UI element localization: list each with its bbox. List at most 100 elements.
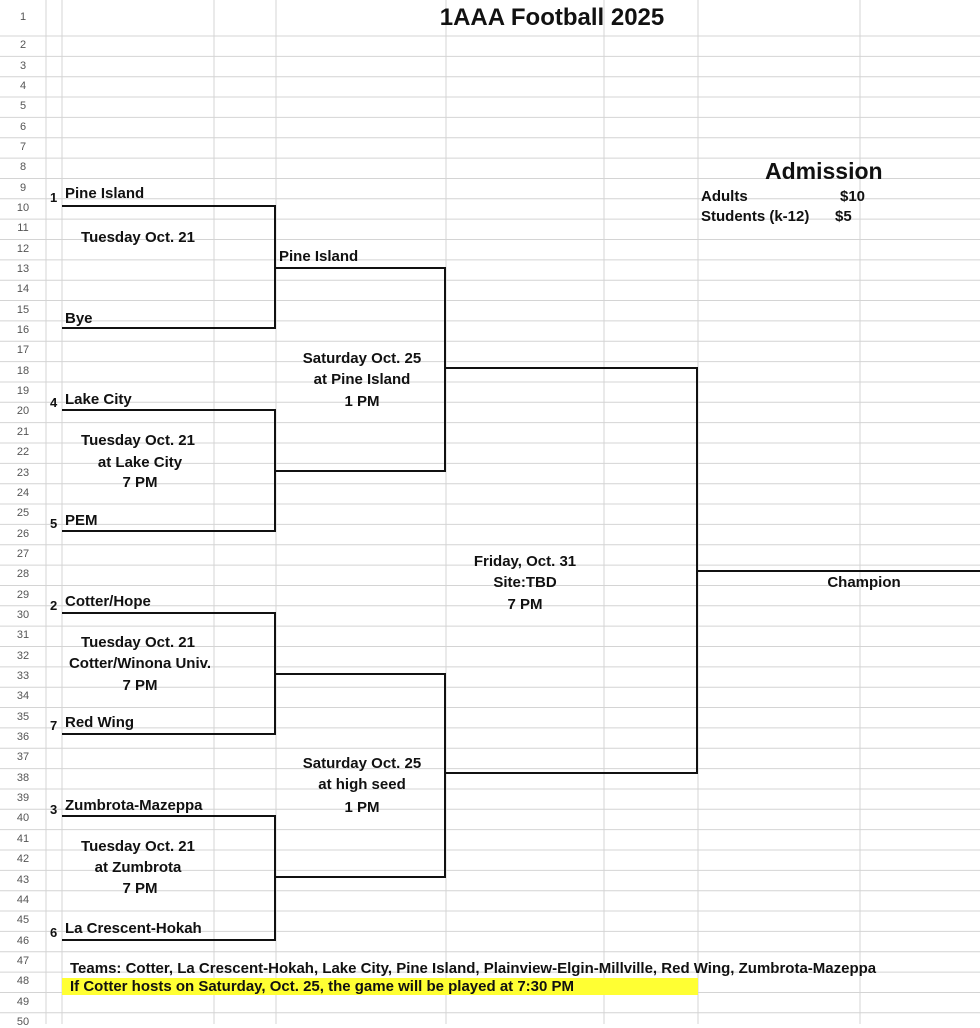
bracket-line [276, 876, 446, 878]
row-number[interactable]: 10 [16, 201, 30, 214]
row-number[interactable]: 23 [16, 466, 30, 479]
bracket-line [274, 612, 276, 735]
row-number[interactable]: 13 [16, 263, 30, 276]
bracket-line [446, 367, 698, 369]
row-number[interactable]: 30 [16, 608, 30, 621]
row-number[interactable]: 6 [19, 120, 27, 133]
bracket-line [62, 205, 276, 207]
semifinal2-time: 1 PM [344, 799, 380, 816]
row-number[interactable]: 41 [16, 832, 30, 845]
row-number[interactable]: 42 [16, 853, 30, 866]
champion-label: Champion [827, 574, 901, 591]
row-number[interactable]: 3 [19, 59, 27, 72]
students-label: Students (k-12) [701, 208, 810, 225]
row-number[interactable]: 39 [16, 792, 30, 805]
row-number[interactable]: 34 [16, 690, 30, 703]
row-number[interactable]: 9 [19, 181, 27, 194]
team-cotter-hope: Cotter/Hope [65, 593, 151, 610]
adults-price: $10 [840, 188, 866, 205]
row-number[interactable]: 35 [16, 710, 30, 723]
row-number[interactable]: 37 [16, 751, 30, 764]
row-number[interactable]: 26 [16, 527, 30, 540]
bracket-line [446, 772, 698, 774]
bracket-line [698, 570, 980, 572]
row-number[interactable]: 2 [19, 39, 27, 52]
admission-heading: Admission [765, 158, 883, 184]
row-number[interactable]: 46 [16, 934, 30, 947]
final-site: Site:TBD [493, 574, 557, 591]
game2-time: 7 PM [122, 474, 158, 491]
bracket-line [62, 733, 276, 735]
row-number[interactable]: 12 [16, 242, 30, 255]
row-number[interactable]: 44 [16, 893, 30, 906]
row-number[interactable]: 31 [16, 629, 30, 642]
row-number[interactable]: 24 [16, 486, 30, 499]
game3-date: Tuesday Oct. 21 [81, 634, 195, 651]
row-number[interactable]: 11 [17, 222, 29, 235]
row-number[interactable]: 5 [19, 100, 27, 113]
row-number[interactable]: 1 [19, 11, 27, 23]
row-number[interactable]: 38 [16, 771, 30, 784]
row-number[interactable]: 19 [16, 385, 30, 398]
row-number[interactable]: 18 [16, 364, 30, 377]
semifinal1-date: Saturday Oct. 25 [302, 350, 422, 367]
game3-time: 7 PM [122, 677, 158, 694]
team-pem: PEM [65, 512, 98, 529]
row-number[interactable]: 40 [16, 812, 30, 825]
game4-time: 7 PM [122, 880, 158, 897]
row-number[interactable]: 29 [16, 588, 30, 601]
team-pine-island: Pine Island [65, 185, 145, 202]
row-number[interactable]: 47 [16, 954, 30, 967]
team-zumbrota-mazeppa: Zumbrota-Mazeppa [65, 797, 203, 814]
game4-date: Tuesday Oct. 21 [81, 838, 195, 855]
row-number[interactable]: 33 [16, 670, 30, 683]
row-number[interactable]: 21 [16, 425, 30, 438]
row-number[interactable]: 7 [19, 140, 27, 153]
bracket-line [62, 939, 276, 941]
bracket-line [276, 673, 446, 675]
row-number[interactable]: 20 [16, 405, 30, 418]
page-title: 1AAA Football 2025 [439, 4, 665, 31]
bracket-line [276, 470, 446, 472]
semifinal2-date: Saturday Oct. 25 [302, 755, 422, 772]
bracket-line [696, 367, 698, 774]
bracket-line [62, 409, 276, 411]
row-number[interactable]: 27 [16, 547, 30, 560]
row-number[interactable]: 49 [16, 995, 30, 1008]
row-number[interactable]: 28 [16, 568, 30, 581]
row-number[interactable]: 48 [16, 975, 30, 988]
row-number[interactable]: 4 [19, 79, 27, 92]
row-number[interactable]: 22 [16, 446, 30, 459]
row-number[interactable]: 43 [16, 873, 30, 886]
bracket-line [274, 815, 276, 941]
note-highlight [62, 978, 698, 995]
row-number[interactable]: 25 [16, 507, 30, 520]
seed-5: 5 [50, 516, 58, 531]
bracket-line [276, 267, 446, 269]
row-number[interactable]: 50 [16, 1015, 30, 1028]
row-number[interactable]: 17 [16, 344, 30, 357]
row-number[interactable]: 14 [16, 283, 30, 296]
seed-6: 6 [50, 925, 58, 940]
bracket-line [444, 267, 446, 472]
team-red-wing: Red Wing [65, 714, 135, 731]
row-number[interactable]: 8 [19, 161, 27, 174]
adults-label: Adults [701, 188, 748, 205]
seed-2: 2 [50, 598, 58, 613]
team-bye: Bye [65, 310, 93, 327]
students-price: $5 [835, 208, 852, 225]
row-number[interactable]: 16 [16, 324, 30, 337]
seed-3: 3 [50, 802, 58, 817]
bracket-line [62, 815, 276, 817]
row-number[interactable]: 32 [16, 649, 30, 662]
row-number[interactable]: 36 [16, 731, 30, 744]
row-number[interactable]: 15 [16, 303, 30, 316]
team-lake-city: Lake City [65, 391, 132, 408]
seed-7: 7 [50, 718, 58, 733]
bracket-line [62, 327, 276, 329]
seed-4: 4 [50, 395, 58, 410]
row-number[interactable]: 45 [16, 914, 30, 927]
semifinal1-time: 1 PM [344, 393, 380, 410]
